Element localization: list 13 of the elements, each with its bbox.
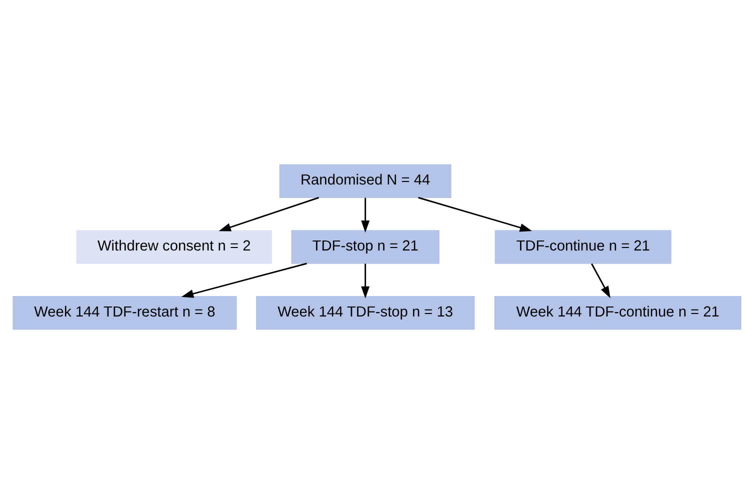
arrow (181, 262, 307, 298)
arrow (361, 264, 370, 299)
node-box: TDF-stop n = 21 (291, 230, 440, 264)
node-box: TDF-continue n = 21 (494, 230, 672, 264)
arrow (591, 263, 610, 298)
node-box: Randomised N = 44 (279, 164, 452, 198)
node-box: Week 144 TDF-restart n = 8 (12, 296, 237, 330)
node-box: Week 144 TDF-continue n = 21 (494, 296, 742, 330)
arrow (218, 196, 320, 232)
arrow (361, 198, 370, 233)
arrow (418, 196, 532, 232)
node-box: Week 144 TDF-stop n = 13 (256, 296, 475, 330)
node-box: Withdrew consent n = 2 (76, 230, 272, 264)
